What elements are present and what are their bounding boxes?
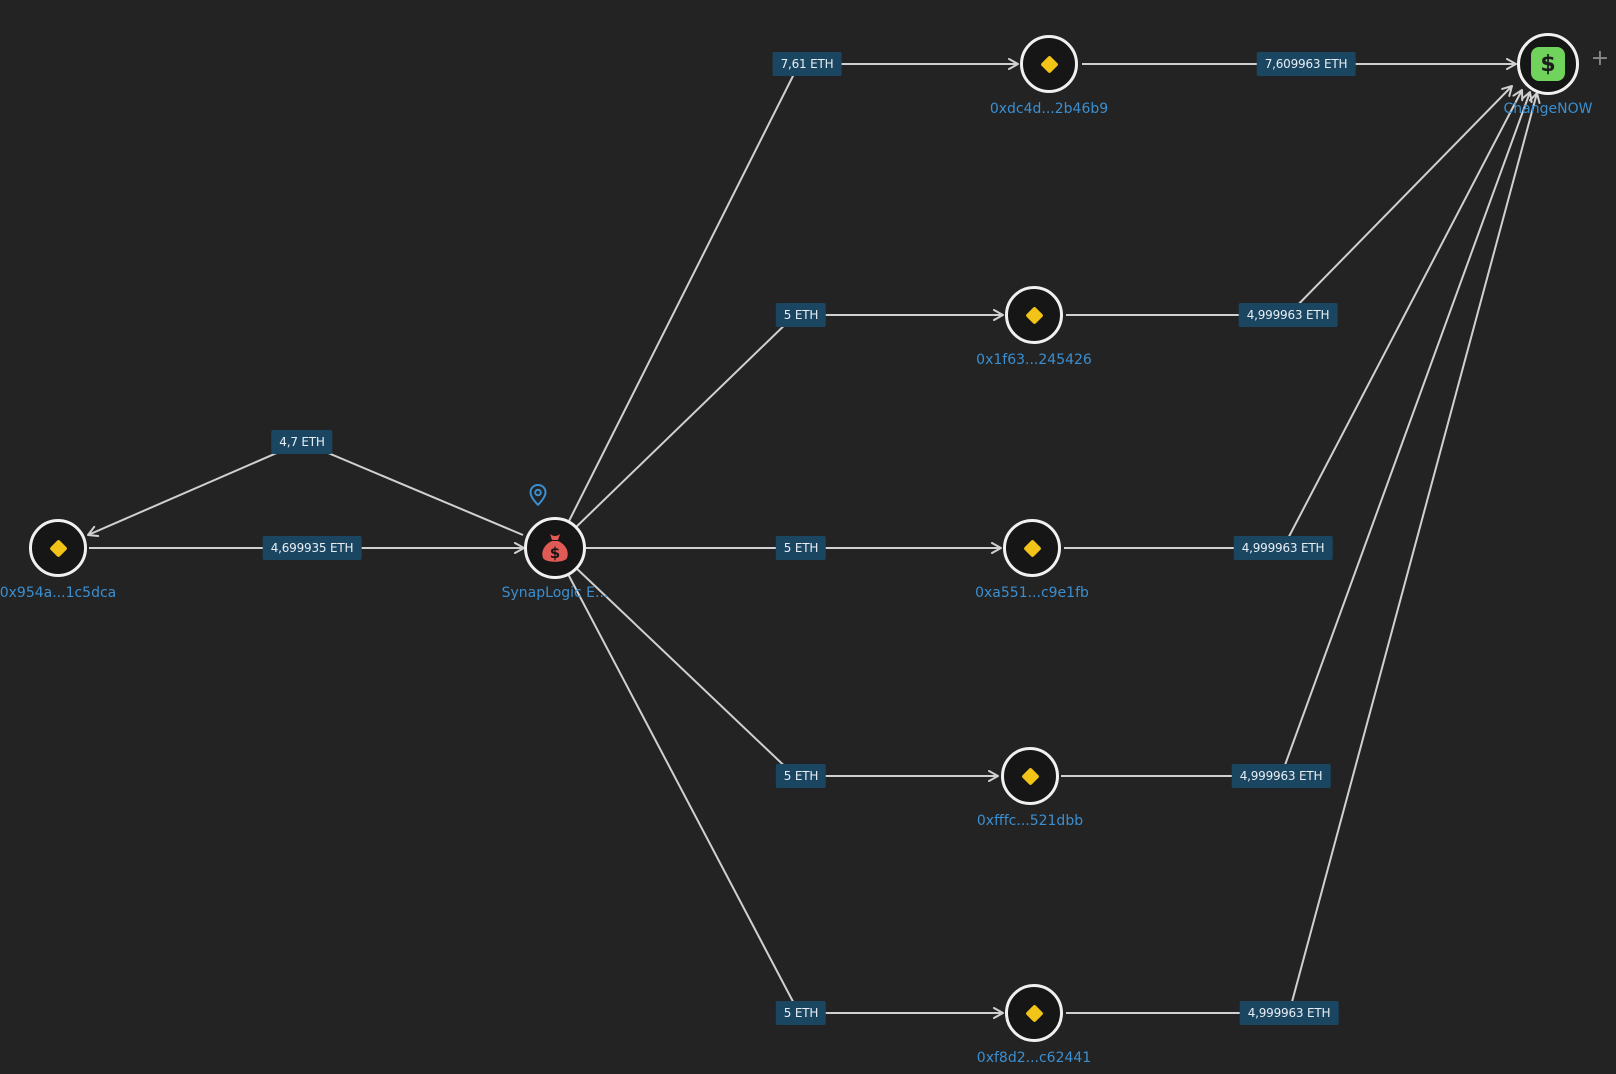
node-label-0xdc4d[interactable]: 0xdc4d...2b46b9 xyxy=(989,101,1109,117)
edge-label-4-999963-eth-from-0xf8d2[interactable]: 4,999963 ETH xyxy=(1239,1001,1339,1025)
node-0xf8d2[interactable] xyxy=(1005,984,1063,1042)
edge-synaplogic-to-0xfffc[interactable] xyxy=(573,565,999,782)
edge-label-4-699935-eth[interactable]: 4,699935 ETH xyxy=(262,536,362,560)
node-label-0xf8d2[interactable]: 0xf8d2...c62441 xyxy=(976,1050,1092,1066)
diamond-icon xyxy=(1039,54,1059,74)
diamond-icon xyxy=(1020,766,1040,786)
edge-label-5-eth-to-0xfffc[interactable]: 5 ETH xyxy=(775,764,827,788)
svg-text:$: $ xyxy=(550,544,560,562)
edge-label-7-609963-eth[interactable]: 7,609963 ETH xyxy=(1256,52,1356,76)
diamond-icon xyxy=(1024,1003,1044,1023)
dollar-icon: $ xyxy=(1531,47,1565,81)
edge-0xfffc-to-changenow[interactable] xyxy=(1061,91,1533,777)
edge-label-5-eth-to-0xf8d2[interactable]: 5 ETH xyxy=(775,1001,827,1025)
node-label-synaplogic[interactable]: SynapLogic E... xyxy=(501,585,609,601)
edge-label-4-999963-eth-from-0x1f63[interactable]: 4,999963 ETH xyxy=(1238,303,1338,327)
edge-label-5-eth-to-0xa551[interactable]: 5 ETH xyxy=(775,536,827,560)
node-synaplogic[interactable]: $ xyxy=(524,517,586,579)
node-label-0x1f63[interactable]: 0x1f63...245426 xyxy=(976,352,1092,368)
diamond-icon xyxy=(1024,305,1044,325)
expand-plus-button[interactable]: + xyxy=(1590,46,1610,71)
node-0xfffc[interactable] xyxy=(1001,747,1059,805)
edge-synaplogic-to-0xdc4d[interactable] xyxy=(567,58,1019,524)
node-label-0xa551[interactable]: 0xa551...c9e1fb xyxy=(975,585,1089,601)
edge-label-5-eth-to-0x1f63[interactable]: 5 ETH xyxy=(775,303,827,327)
node-0xdc4d[interactable] xyxy=(1020,35,1078,93)
location-pin-icon[interactable] xyxy=(528,483,548,507)
edge-synaplogic-to-0x954a[interactable] xyxy=(87,440,524,537)
node-0xa551[interactable] xyxy=(1003,519,1061,577)
edge-0x1f63-to-changenow[interactable] xyxy=(1066,85,1513,316)
node-changenow[interactable]: $ xyxy=(1517,33,1579,95)
edge-label-4-999963-eth-from-0xfffc[interactable]: 4,999963 ETH xyxy=(1231,764,1331,788)
node-label-0x954a[interactable]: 0x954a...1c5dca xyxy=(0,585,117,601)
edge-label-4-999963-eth-from-0xa551[interactable]: 4,999963 ETH xyxy=(1233,536,1333,560)
edge-label-7-61-eth[interactable]: 7,61 ETH xyxy=(772,52,842,76)
diamond-icon xyxy=(48,538,68,558)
node-0x954a[interactable] xyxy=(29,519,87,577)
diamond-icon xyxy=(1022,538,1042,558)
edge-synaplogic-to-0xf8d2[interactable] xyxy=(567,573,1004,1019)
node-0x1f63[interactable] xyxy=(1005,286,1063,344)
money-bag-icon: $ xyxy=(542,534,568,562)
edge-synaplogic-to-0x1f63[interactable] xyxy=(571,309,1004,532)
node-label-changenow[interactable]: ChangeNOW xyxy=(1503,101,1593,117)
edge-label-4-7-eth[interactable]: 4,7 ETH xyxy=(271,430,333,454)
node-label-0xfffc[interactable]: 0xfffc...521dbb xyxy=(976,813,1084,829)
